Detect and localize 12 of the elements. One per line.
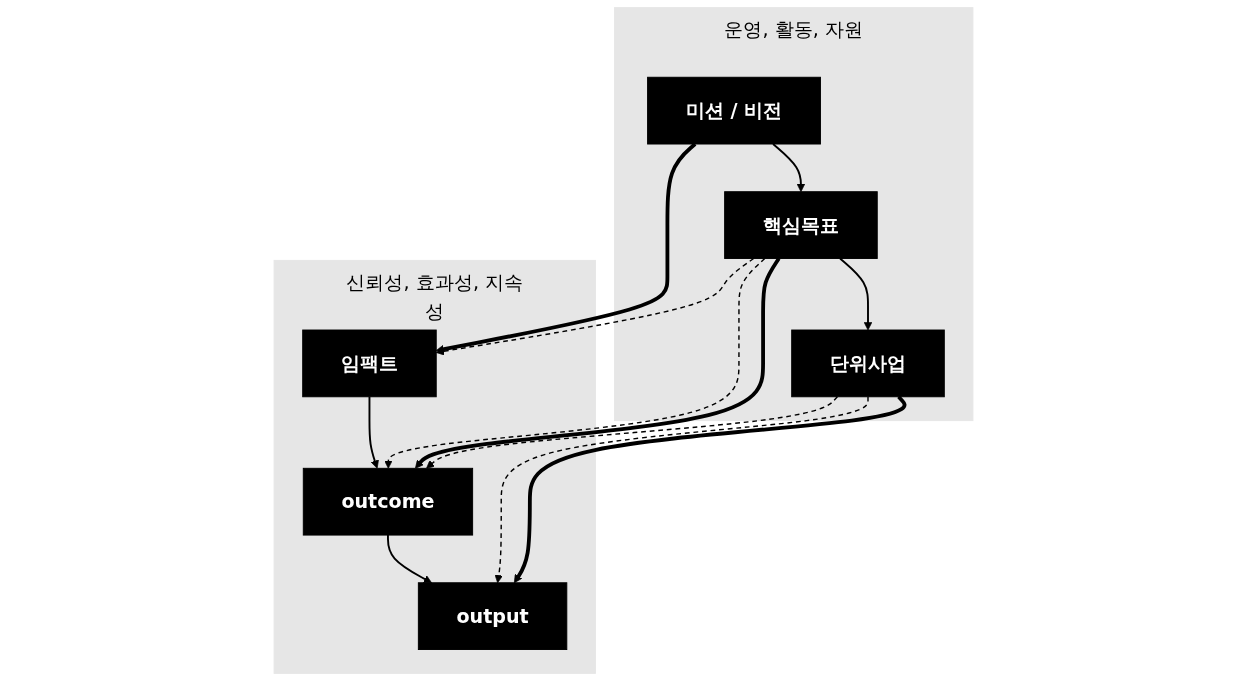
node-box: outcome bbox=[302, 467, 474, 536]
arrow bbox=[368, 395, 379, 469]
arrow bbox=[435, 257, 755, 356]
node-box: 임팩트 bbox=[302, 329, 437, 398]
arrow bbox=[426, 396, 839, 469]
arrow bbox=[772, 143, 806, 193]
node-box: 핵심목표 bbox=[724, 191, 878, 259]
arrow bbox=[839, 257, 873, 331]
node-box: output bbox=[417, 582, 568, 650]
arrow bbox=[387, 534, 432, 584]
node-box: 단위사업 bbox=[791, 329, 945, 398]
node-box: 미션 / 비전 bbox=[647, 76, 821, 145]
